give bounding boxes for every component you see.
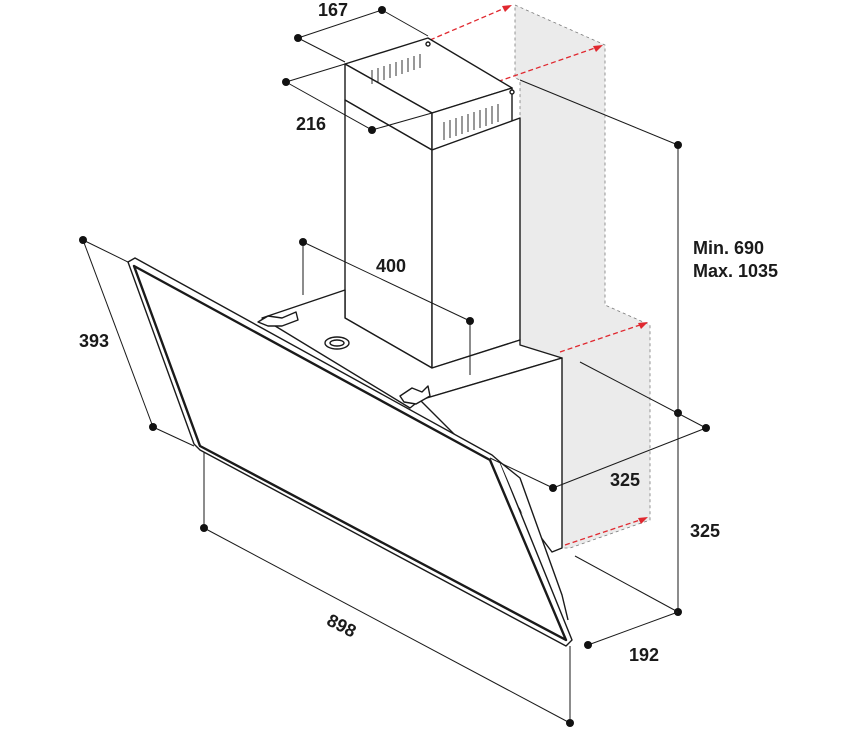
- label-chimney-depth: 216: [296, 114, 326, 134]
- dimension-lines: [79, 6, 710, 727]
- glass-panel: [127, 257, 573, 647]
- label-body-height: 325: [690, 521, 720, 541]
- label-total-width: 898: [324, 610, 360, 641]
- label-height-max: Max. 1035: [693, 261, 778, 281]
- wall-arrows: [429, 5, 648, 546]
- chimney: [344, 37, 521, 369]
- label-height-min: Min. 690: [693, 238, 764, 258]
- label-chimney-inner: 400: [376, 256, 406, 276]
- label-canopy-depth: 325: [610, 470, 640, 490]
- wall-area: [514, 4, 651, 549]
- label-glass-height: 393: [79, 331, 109, 351]
- label-wall-offset: 192: [629, 645, 659, 665]
- label-chimney-width: 167: [318, 0, 348, 20]
